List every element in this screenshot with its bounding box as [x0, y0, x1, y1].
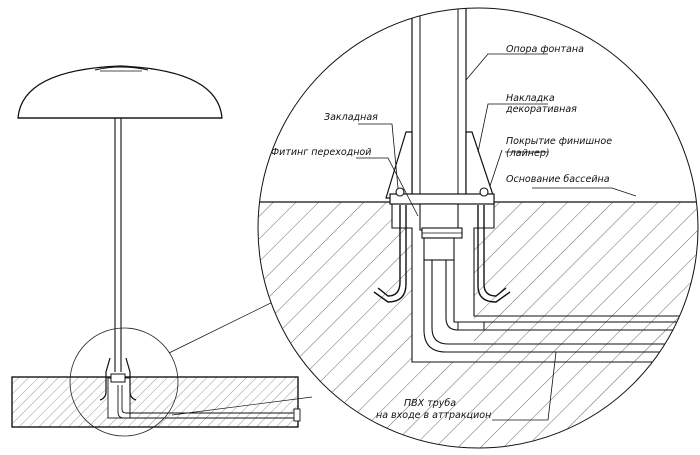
label-transition-fitting: Фитинг переходной — [271, 147, 371, 158]
overview-view — [11, 65, 313, 437]
pool-base-hatch — [258, 202, 698, 448]
support-pole-detail — [411, 8, 467, 200]
label-finish-coating-1: Покрытие финишное — [506, 136, 612, 147]
leader-lines — [356, 53, 637, 421]
label-pvc-pipe-1: ПВХ труба — [404, 398, 456, 409]
label-pvc-pipe-2: на входе в аттракцион — [376, 410, 491, 421]
anchor-hooks — [373, 205, 511, 303]
pool-slab-overview — [11, 357, 301, 428]
label-finish-coating-2: (лайнер) — [506, 148, 550, 159]
label-decorative-cover-1: Накладка — [506, 93, 555, 104]
transition-fitting — [419, 203, 463, 261]
label-decorative-cover-2: декоративная — [505, 104, 577, 115]
label-fountain-support: Опора фонтана — [506, 44, 584, 55]
pvc-pipe — [423, 260, 698, 353]
support-pole — [114, 118, 122, 372]
detail-view: Опора фонтана Накладка декоративная Закл… — [257, 7, 699, 449]
label-pool-base: Основание бассейна — [506, 174, 610, 185]
label-embedded-part: Закладная — [324, 112, 378, 123]
detail-callout-circle — [69, 327, 179, 437]
fountain-dome — [17, 65, 223, 119]
